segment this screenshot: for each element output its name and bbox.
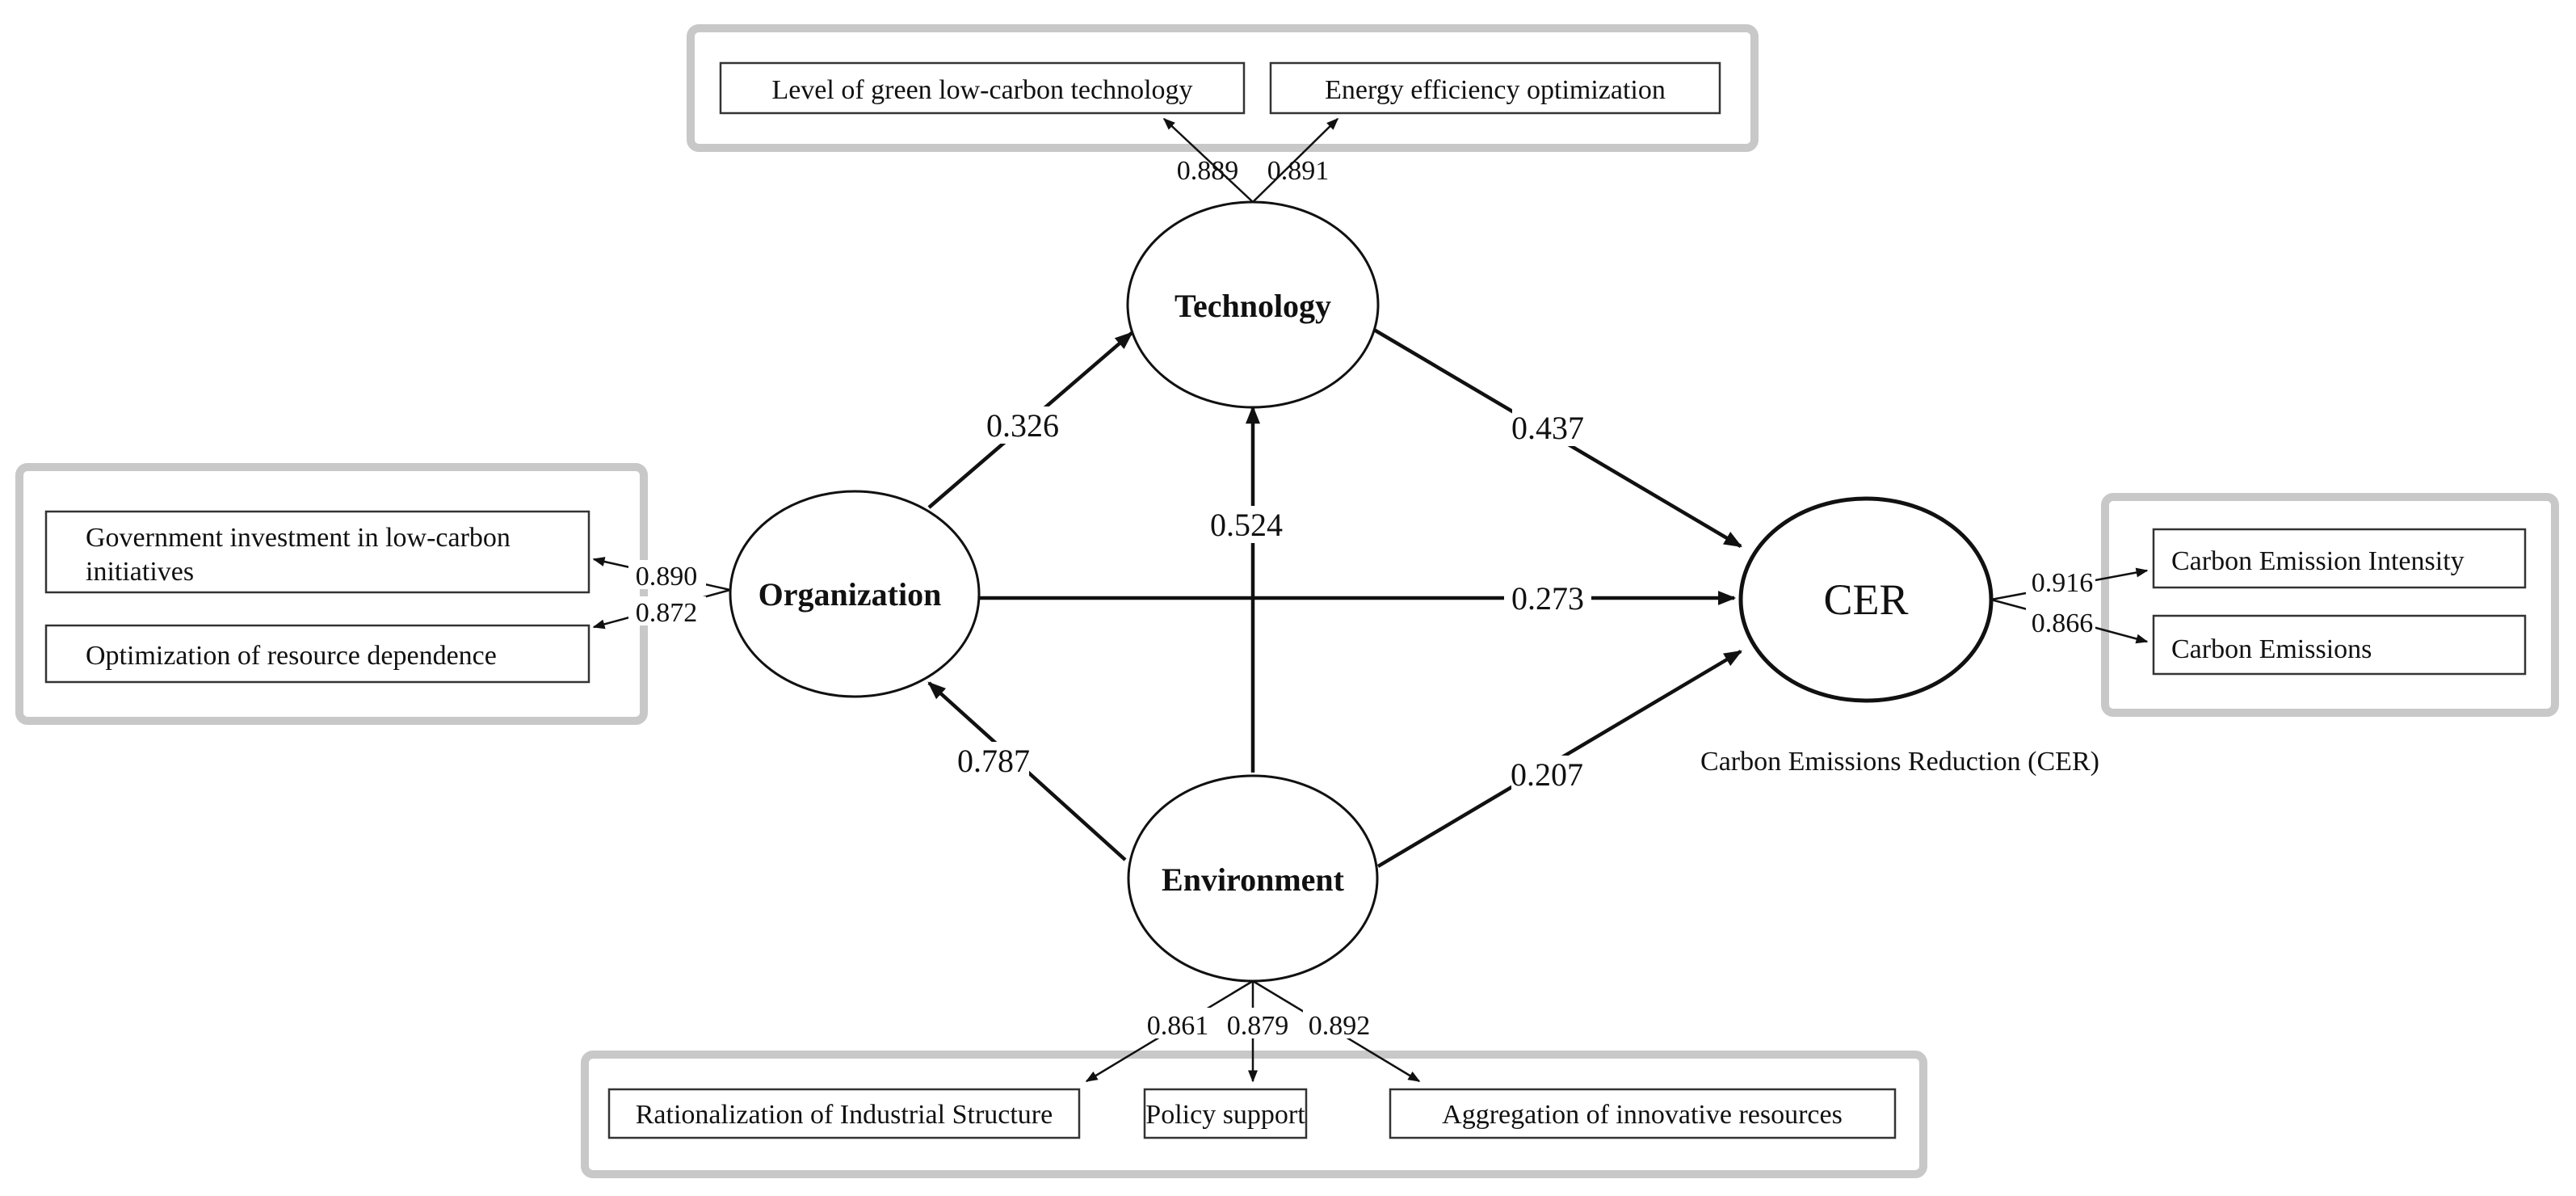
cer-indicator-group	[2101, 493, 2559, 717]
svg-text:Rationalization of Industrial: Rationalization of Industrial Structure	[636, 1100, 1053, 1130]
indicator-carbon-emissions: Carbon Emissions	[2152, 614, 2527, 676]
indicator-aggregation-of-innovative-resources: Aggregation of innovative resources	[1389, 1088, 1897, 1139]
environment-indicator-group	[581, 1051, 1927, 1178]
coef-environment-to-technology: 0.524	[1210, 507, 1283, 543]
svg-text:Policy support: Policy support	[1145, 1100, 1305, 1130]
svg-text:Environment: Environment	[1162, 861, 1345, 898]
cer-caption: Carbon Emissions Reduction (CER)	[1700, 747, 2099, 777]
svg-text:Aggregation of innovative reso: Aggregation of innovative resources	[1442, 1100, 1843, 1130]
svg-text:initiatives: initiatives	[86, 557, 194, 587]
svg-text:Energy efficiency optimization: Energy efficiency optimization	[1325, 75, 1666, 105]
svg-text:Government investment in low-c: Government investment in low-carbon	[86, 523, 511, 553]
loading-arrow-tech-1	[1162, 117, 1254, 203]
indicator-government-investment: Government investment in low-carbon init…	[44, 510, 590, 594]
svg-text:Carbon Emissions: Carbon Emissions	[2171, 634, 2372, 664]
loading-value-env-3: 0.892	[1309, 1011, 1371, 1041]
loading-arrow-tech-2	[1252, 117, 1339, 203]
loading-value-tech-1: 0.889	[1177, 156, 1239, 186]
construct-cer: CER	[1738, 496, 1994, 703]
coef-organization-to-cer: 0.273	[1511, 580, 1584, 617]
indicator-level-of-green-low-carbon-technology: Level of green low-carbon technology	[719, 61, 1246, 115]
organization-indicator-group	[15, 463, 648, 725]
svg-text:CER: CER	[1823, 575, 1908, 624]
coef-environment-to-organization: 0.787	[957, 743, 1030, 779]
loading-value-org-2: 0.872	[636, 598, 698, 628]
coef-organization-to-technology: 0.326	[986, 407, 1059, 444]
coef-technology-to-cer: 0.437	[1511, 410, 1584, 446]
indicator-energy-efficiency-optimization: Energy efficiency optimization	[1269, 61, 1721, 115]
coef-environment-to-cer: 0.207	[1511, 756, 1583, 793]
technology-indicator-group	[687, 24, 1759, 152]
svg-text:Optimization of resource depen: Optimization of resource dependence	[86, 641, 497, 671]
indicator-rationalization-of-industrial-structure: Rationalization of Industrial Structure	[607, 1088, 1081, 1139]
indicator-optimization-of-resource-dependence: Optimization of resource dependence	[44, 624, 590, 684]
loading-value-cer-2: 0.866	[2032, 609, 2094, 638]
loading-value-tech-2: 0.891	[1267, 156, 1330, 186]
loading-value-env-1: 0.861	[1147, 1011, 1209, 1041]
svg-text:Technology: Technology	[1175, 288, 1331, 324]
loading-value-cer-1: 0.916	[2032, 568, 2094, 598]
indicator-policy-support: Policy support	[1143, 1088, 1308, 1139]
indicator-carbon-emission-intensity: Carbon Emission Intensity	[2152, 528, 2527, 589]
svg-text:Level of green low-carbon tech: Level of green low-carbon technology	[771, 75, 1192, 105]
svg-text:Organization: Organization	[759, 576, 942, 613]
construct-environment: Environment	[1127, 774, 1379, 983]
loading-value-env-2: 0.879	[1227, 1011, 1289, 1041]
svg-text:Carbon Emission Intensity: Carbon Emission Intensity	[2171, 546, 2465, 576]
loading-value-org-1: 0.890	[636, 562, 698, 592]
construct-technology: Technology	[1126, 200, 1380, 409]
construct-organization: Organization	[729, 490, 981, 698]
